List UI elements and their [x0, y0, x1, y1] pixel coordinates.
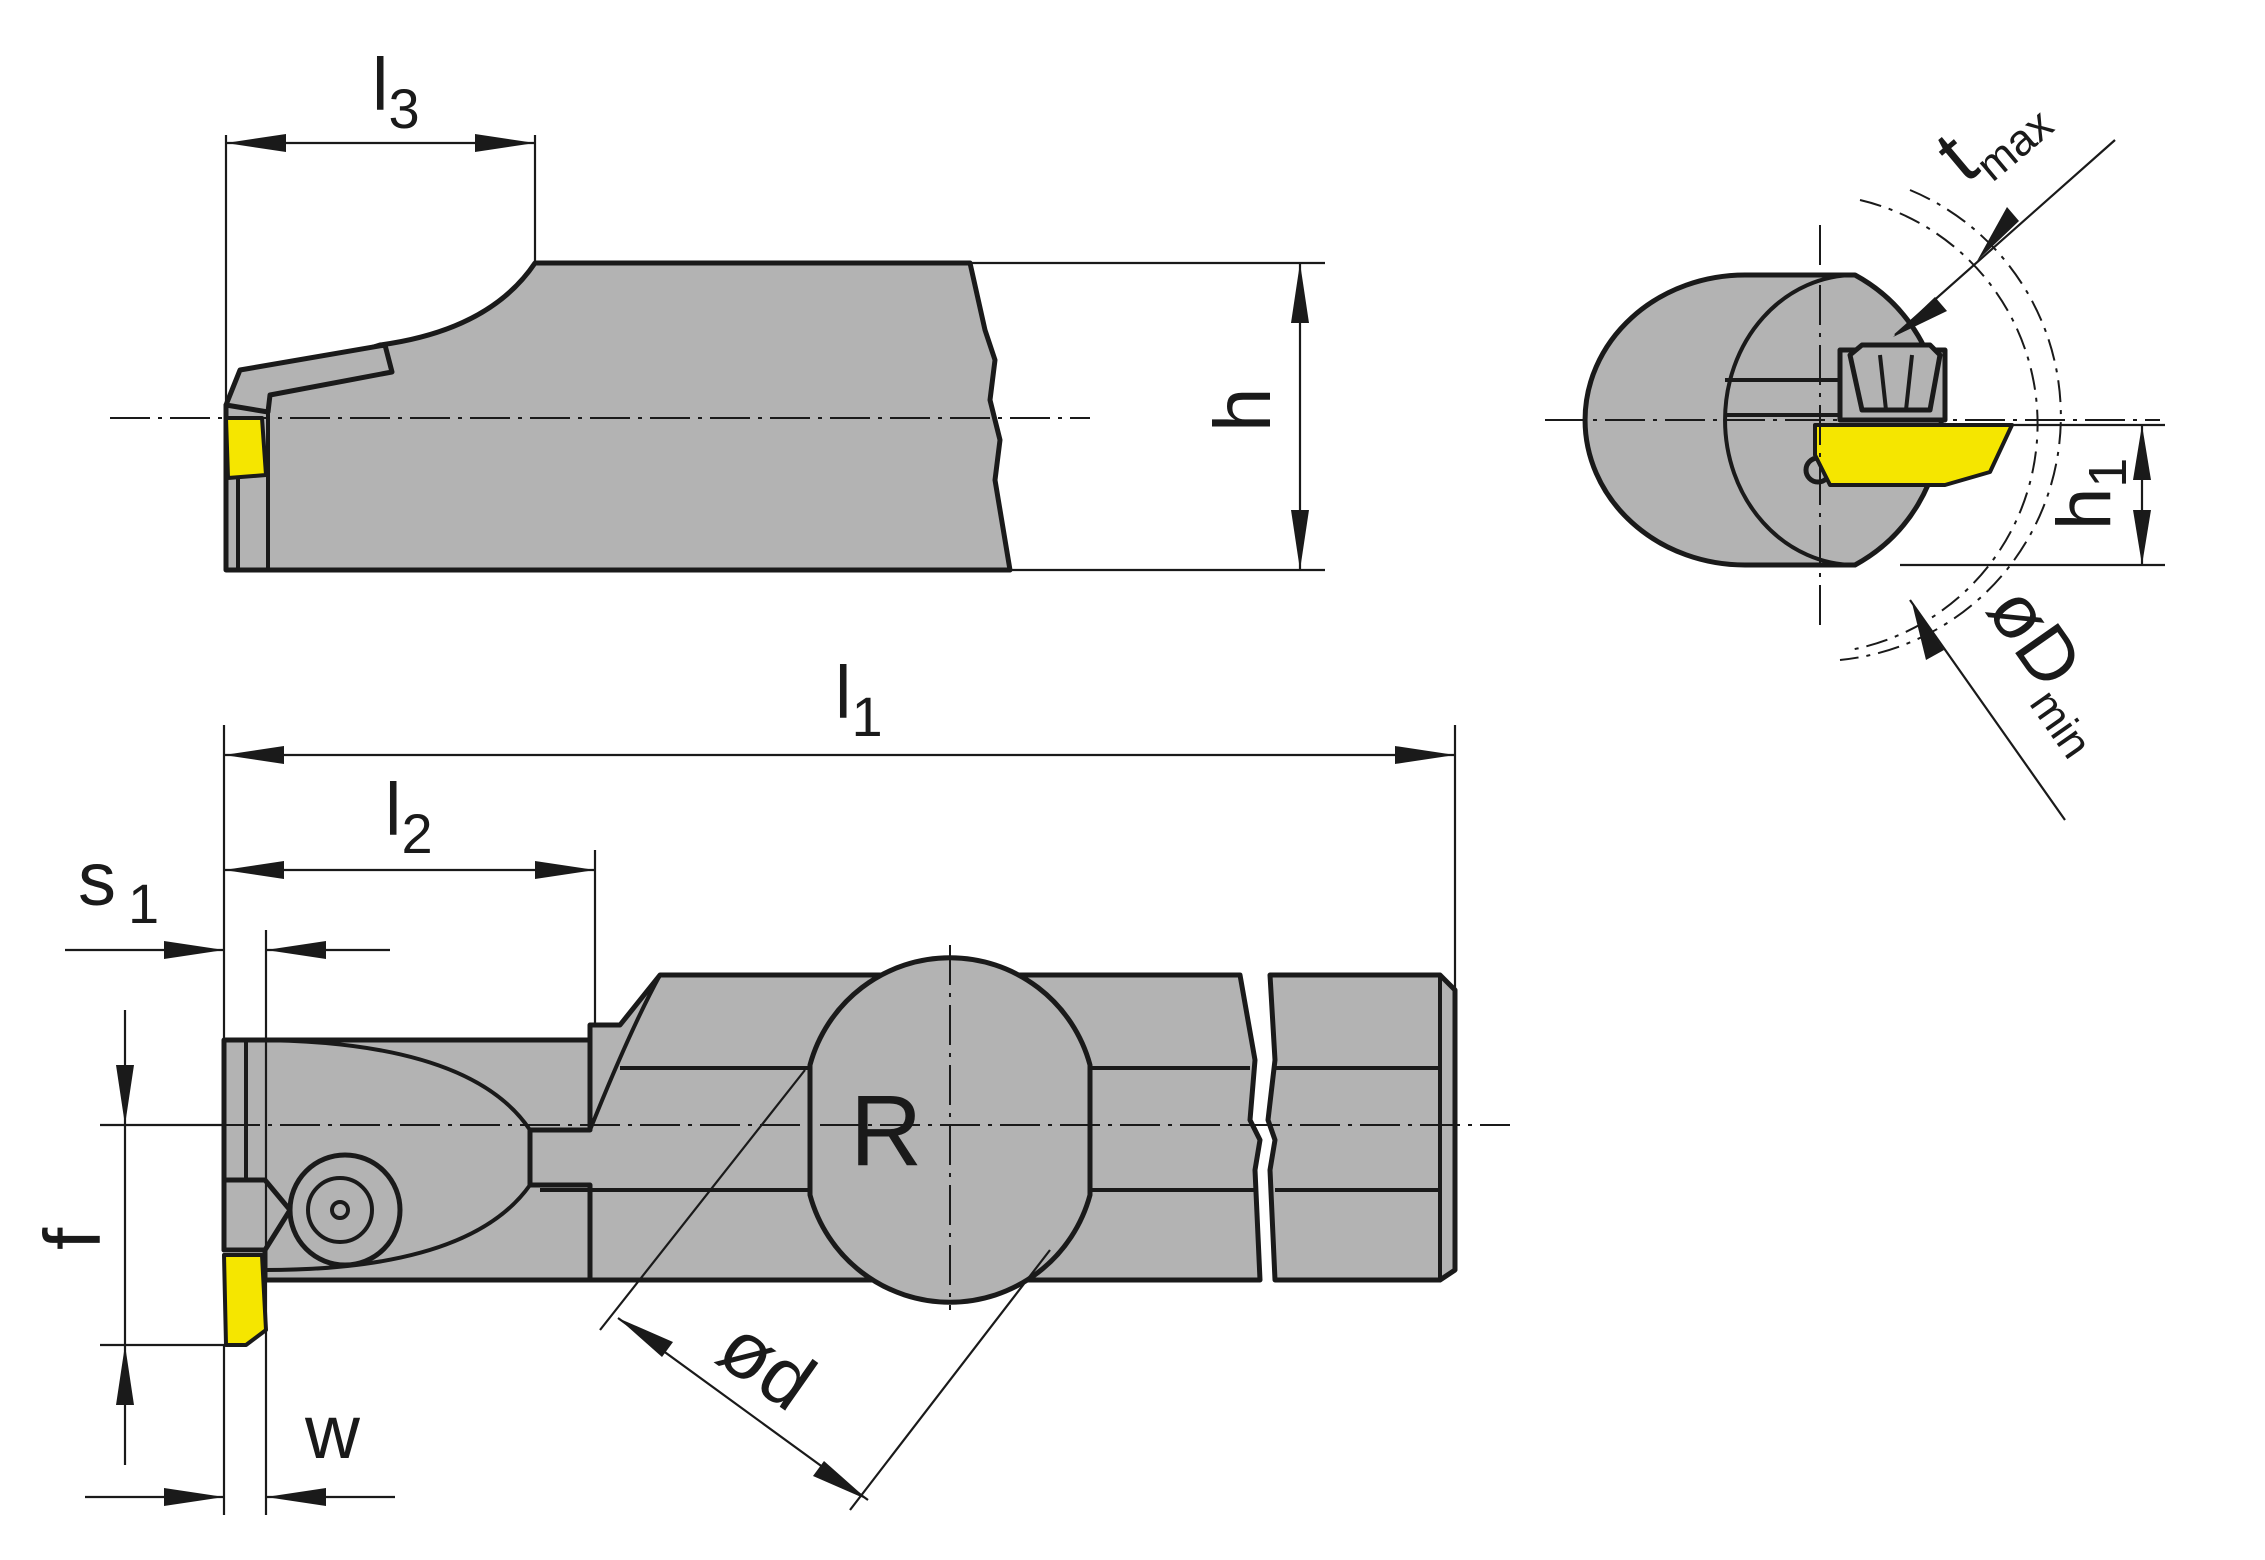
plan-view-shank-end	[1265, 972, 1458, 1283]
l3-arrow-left	[226, 134, 286, 152]
side-view: l3 h	[110, 43, 1325, 573]
l1-sub: 1	[851, 685, 882, 748]
h1-label: h1	[2042, 458, 2138, 530]
w-label: w	[304, 1390, 361, 1475]
end-view-dmin-arc	[1849, 199, 2039, 651]
h1-arrow-top	[2133, 425, 2151, 480]
s1-arrow-right	[266, 941, 326, 959]
f-arrow-bottom	[116, 1345, 134, 1405]
s1-arrow-left	[164, 941, 224, 959]
dmin-main: øD	[1971, 571, 2099, 703]
w-arrow-right	[266, 1488, 326, 1506]
f-arrow-top	[116, 1065, 134, 1125]
l1-label: l1	[835, 651, 883, 748]
h1-arrow-bottom	[2133, 510, 2151, 565]
h-label: h	[1198, 388, 1287, 433]
l2-sub: 2	[401, 802, 432, 865]
d-extension-right	[849, 1249, 1051, 1511]
h-arrow-bottom	[1291, 510, 1309, 570]
d-extension-left	[599, 1069, 806, 1331]
end-view-insert	[1813, 423, 2014, 487]
h1-sub: 1	[2078, 458, 2138, 488]
plan-view-head-curve-top	[249, 1038, 532, 1132]
dmin-label: øDmin	[1962, 571, 2139, 767]
l1-arrow-right	[1395, 746, 1455, 764]
tmax-arrow-upper	[1977, 207, 2019, 261]
l2-main: l	[385, 768, 401, 851]
end-view: tmax h1 øDmin	[1545, 62, 2165, 821]
f-label: f	[28, 1227, 117, 1250]
s1-sub: 1	[128, 872, 159, 935]
d-arrow-right	[813, 1461, 868, 1500]
tmax-label: tmax	[1919, 62, 2063, 205]
end-view-screw	[1847, 342, 1943, 413]
end-view-screw-lines	[1878, 354, 1914, 411]
dmin-leader	[1909, 599, 2066, 821]
l1-main: l	[835, 651, 851, 734]
plan-view-screw-center	[330, 1200, 350, 1220]
tmax-arrow-lower	[1893, 297, 1947, 337]
plan-view-clamp	[221, 1177, 293, 1253]
h1-main: h	[2042, 488, 2127, 530]
l2-arrow-left	[224, 861, 284, 879]
side-view-body	[223, 260, 1013, 573]
h-arrow-top	[1291, 263, 1309, 323]
s1-main: s	[78, 837, 116, 922]
dmin-arrow	[1912, 603, 1944, 660]
r-label: R	[850, 1075, 922, 1187]
l3-label: l3	[372, 43, 420, 140]
d-arrow-left	[618, 1318, 673, 1357]
side-view-insert	[224, 416, 268, 480]
plan-view-head-curve-bottom	[264, 1183, 532, 1272]
l3-main: l	[372, 43, 388, 126]
l3-sub: 3	[388, 77, 419, 140]
plan-view-screw-inner	[306, 1176, 374, 1244]
plan-view-insert	[222, 1253, 268, 1347]
plan-view-step-curve	[588, 974, 662, 1131]
w-arrow-left	[164, 1488, 224, 1506]
l1-arrow-left	[224, 746, 284, 764]
l2-arrow-right	[535, 861, 595, 879]
l2-label: l2	[385, 768, 433, 865]
d-label: ød	[703, 1301, 831, 1427]
l3-arrow-right	[475, 134, 535, 152]
